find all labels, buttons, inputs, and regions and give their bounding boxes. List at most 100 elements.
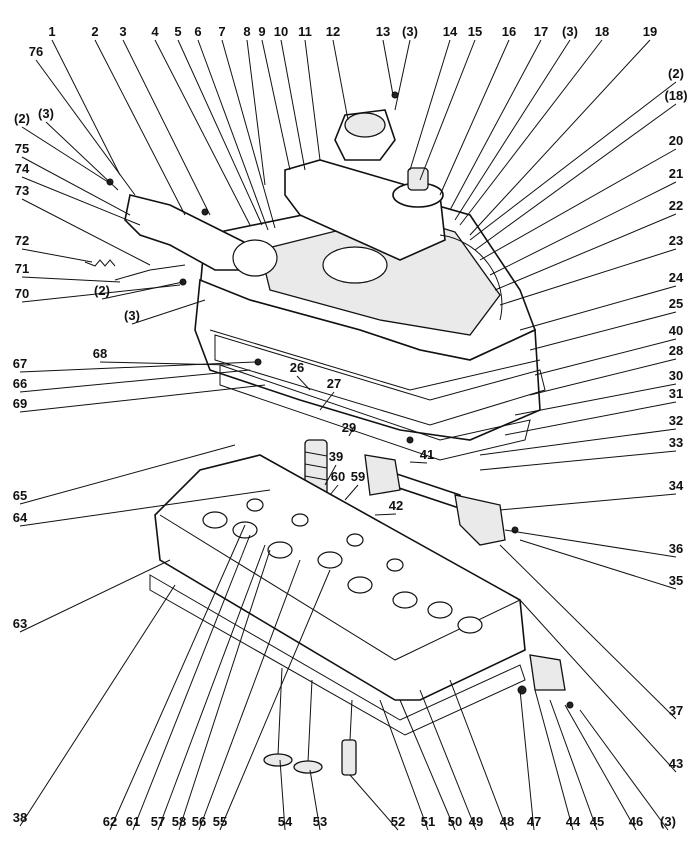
part-label: 70 <box>15 286 29 301</box>
leader-line <box>449 39 542 211</box>
part-label: 52 <box>391 814 405 829</box>
side-cover <box>529 654 566 691</box>
spring-72 <box>84 259 116 267</box>
thermostat-cap <box>344 112 386 138</box>
leader-line <box>479 450 677 471</box>
part-label: 72 <box>15 233 29 248</box>
leader-line <box>504 529 677 558</box>
part-label: 26 <box>290 360 304 375</box>
leader-line <box>19 361 256 373</box>
leader-line <box>21 156 131 216</box>
leader-line <box>469 81 677 241</box>
leader-line <box>459 39 603 226</box>
rocker-support-right <box>454 494 506 546</box>
part-label: 19 <box>643 24 657 39</box>
part-label: 75 <box>15 141 29 156</box>
part-label: (2) <box>668 66 684 81</box>
leader-line <box>504 401 677 436</box>
part-label: 27 <box>327 376 341 391</box>
leader-line <box>529 311 677 351</box>
leader-line <box>348 424 356 437</box>
part-label: 44 <box>566 814 581 829</box>
leader-line <box>197 39 269 231</box>
part-label: 76 <box>29 44 43 59</box>
part-label: 48 <box>500 814 514 829</box>
leader-line <box>131 299 206 325</box>
leader-line <box>19 489 271 527</box>
part-label: 65 <box>13 488 27 503</box>
part-label: 30 <box>669 368 683 383</box>
part-label: 8 <box>243 24 250 39</box>
leader-line <box>19 384 266 413</box>
leader-line <box>332 39 349 121</box>
part-label: 29 <box>342 420 356 435</box>
leader-line <box>379 699 429 831</box>
leader-line <box>304 39 321 161</box>
leader-line <box>132 534 251 831</box>
leader-line <box>534 338 677 376</box>
part-label: 64 <box>13 510 28 525</box>
part-label: 32 <box>669 413 683 428</box>
leader-line <box>519 285 677 331</box>
leader-line <box>409 39 451 171</box>
leader-line <box>534 689 574 831</box>
leader-line <box>21 276 121 283</box>
leader-line <box>296 375 311 391</box>
part-label: 68 <box>93 346 107 361</box>
part-label: 4 <box>151 24 159 39</box>
part-label: (2) <box>94 283 110 298</box>
part-label: 41 <box>420 447 434 462</box>
part-label: (3) <box>402 24 418 39</box>
part-label: 66 <box>13 376 27 391</box>
leader-line <box>489 181 677 276</box>
part-label: 45 <box>590 814 604 829</box>
leader-line <box>329 484 339 496</box>
part-label: 74 <box>15 161 30 176</box>
cylinder-head <box>154 454 526 701</box>
leader-line <box>319 391 335 411</box>
part-label: 31 <box>669 386 683 401</box>
breather-hose <box>439 234 503 321</box>
part-label: 58 <box>172 814 186 829</box>
leader-line <box>21 198 151 266</box>
leader-line <box>474 103 677 251</box>
part-label: 34 <box>669 478 684 493</box>
part-label: 3 <box>119 24 126 39</box>
leader-line <box>21 176 141 226</box>
leader-line <box>19 584 176 827</box>
leader-line <box>419 689 477 831</box>
part-label: 69 <box>13 396 27 411</box>
part-label: 5 <box>174 24 181 39</box>
part-label: 62 <box>103 814 117 829</box>
leader-lines <box>19 39 677 831</box>
leader-line <box>519 599 677 773</box>
leader-line <box>309 769 321 831</box>
part-label: 2 <box>91 24 98 39</box>
cylinder-head-assembly-drawing <box>84 91 574 776</box>
leader-line <box>409 461 428 464</box>
part-label: (2) <box>14 111 30 126</box>
leader-line <box>469 39 651 236</box>
leader-line <box>439 39 510 196</box>
part-label: (3) <box>660 814 676 829</box>
leader-line <box>564 704 637 831</box>
part-label: 14 <box>443 24 458 39</box>
leader-line <box>154 39 251 226</box>
lower-gasket <box>219 364 531 461</box>
leader-line <box>35 59 136 196</box>
leader-line <box>279 759 286 831</box>
manifold-flange <box>322 246 388 284</box>
part-label: 17 <box>534 24 548 39</box>
leader-line <box>382 39 394 96</box>
leader-line <box>21 248 93 263</box>
part-label: 49 <box>469 814 483 829</box>
part-label: 40 <box>669 323 683 338</box>
rocker-housing-line <box>209 329 541 391</box>
part-label: 18 <box>595 24 609 39</box>
part-label: 46 <box>629 814 643 829</box>
part-label: 73 <box>15 183 29 198</box>
leader-line <box>122 39 211 216</box>
leader-line <box>198 559 301 831</box>
part-label: 12 <box>326 24 340 39</box>
part-label: 59 <box>351 469 365 484</box>
